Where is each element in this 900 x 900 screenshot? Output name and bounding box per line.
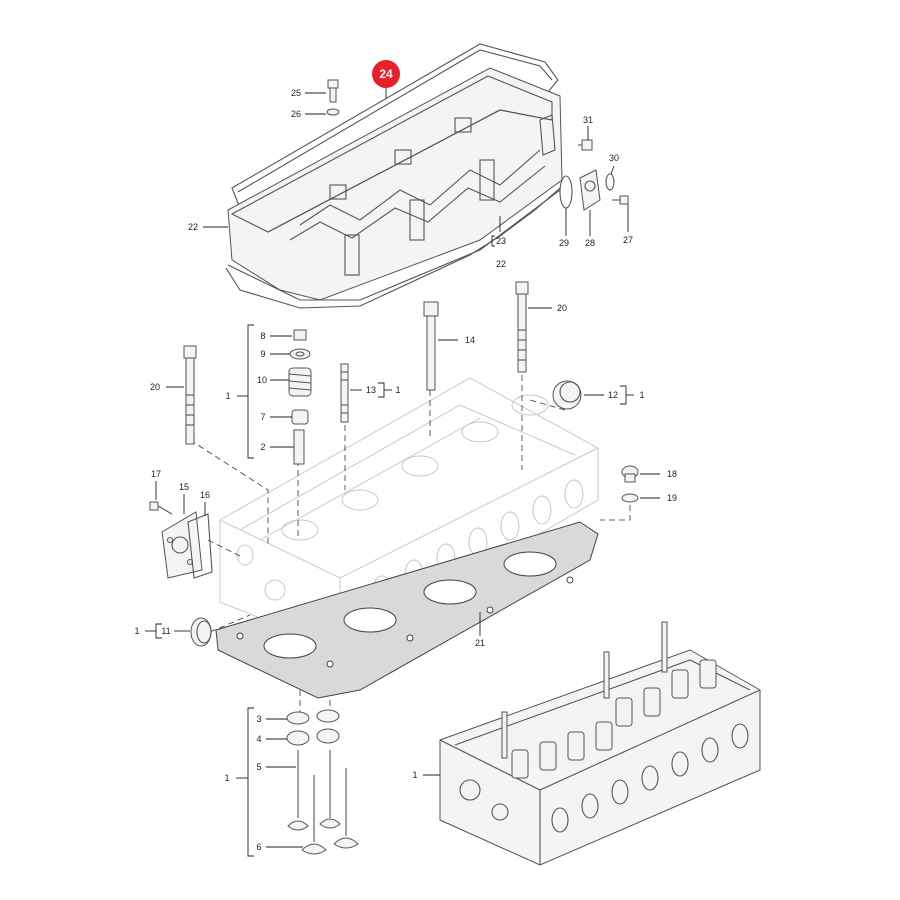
callout-20-left: 20	[150, 382, 160, 392]
valve-seat-3	[286, 709, 340, 725]
gasket-16	[187, 513, 213, 579]
callout-16: 16	[200, 490, 210, 500]
valve-seat-4	[286, 728, 340, 746]
callout-23: 23	[496, 236, 506, 246]
bolt-27	[612, 195, 629, 205]
complete-cylinder-head	[439, 621, 761, 866]
bolt-25	[327, 79, 339, 103]
oring-29	[559, 175, 573, 209]
stud-13	[340, 363, 349, 423]
callout-13: 13	[366, 385, 376, 395]
callout-25: 25	[291, 88, 301, 98]
callout-17: 17	[151, 469, 161, 479]
callout-11: 11	[161, 626, 170, 636]
callout-26: 26	[291, 109, 301, 119]
plug-12	[552, 380, 582, 410]
seal-ring-11	[190, 617, 212, 647]
spring-retainer-9	[289, 348, 311, 360]
callout-1-seal: 1	[134, 626, 139, 636]
callout-19: 19	[667, 493, 677, 503]
washer-19	[621, 493, 639, 503]
callout-1-valves: 1	[224, 773, 229, 783]
valve-cover-lower-gasket-23	[225, 187, 561, 309]
cover-plate-15	[161, 511, 203, 579]
assembly-lines	[189, 375, 631, 712]
installed-studs	[501, 621, 668, 759]
callout-6: 6	[256, 842, 261, 852]
head-bolt-14	[423, 301, 439, 391]
head-bolt-20-right	[515, 281, 529, 373]
leader-lines	[145, 92, 660, 857]
callout-22-lower: 22	[496, 259, 506, 269]
valve-5	[287, 750, 341, 831]
head-bolt-20-left	[183, 345, 197, 445]
cylinder-head-ghost	[219, 377, 599, 651]
callout-18: 18	[667, 469, 677, 479]
valve-keeper-8	[293, 329, 307, 341]
callout-8: 8	[260, 331, 265, 341]
callout-5: 5	[256, 762, 261, 772]
highlight-label: 24	[379, 67, 393, 81]
installed-springs	[511, 659, 717, 779]
callout-10: 10	[257, 375, 267, 385]
plug-18	[621, 465, 639, 483]
callout-30: 30	[609, 153, 619, 163]
callout-12: 12	[608, 390, 618, 400]
callout-labels: 25 26 22 23 22 31 30 27 28 29 8 9 10 7 2…	[134, 88, 677, 852]
oring-30	[605, 173, 615, 191]
callout-14: 14	[465, 335, 475, 345]
washer-26	[326, 108, 340, 116]
callout-20-right: 20	[557, 303, 567, 313]
callout-21: 21	[475, 638, 485, 648]
callout-29: 29	[559, 238, 569, 248]
callout-9: 9	[260, 349, 265, 359]
callout-28: 28	[585, 238, 595, 248]
callout-22: 22	[188, 222, 198, 232]
callout-1-stud: 1	[395, 385, 400, 395]
callout-1-plug: 1	[639, 390, 644, 400]
valve-guide-2	[293, 429, 305, 465]
valve-stem-seal-7	[291, 409, 309, 425]
callout-4: 4	[256, 734, 261, 744]
valve-cover-22	[227, 67, 563, 301]
valve-spring-10	[288, 367, 312, 397]
highlight-marker-24: 24	[372, 60, 400, 98]
valve-6	[301, 768, 359, 855]
callout-7: 7	[260, 412, 265, 422]
callout-3: 3	[256, 714, 261, 724]
callout-2: 2	[260, 442, 265, 452]
breather-cover-28	[579, 169, 601, 211]
callout-1-head: 1	[412, 770, 417, 780]
callout-1-valvetrain: 1	[225, 391, 230, 401]
callout-31: 31	[583, 115, 593, 125]
callout-15: 15	[179, 482, 189, 492]
head-gasket-21	[215, 521, 599, 699]
bolt-31	[578, 139, 593, 151]
bolt-17	[149, 501, 173, 515]
callout-27: 27	[623, 235, 633, 245]
